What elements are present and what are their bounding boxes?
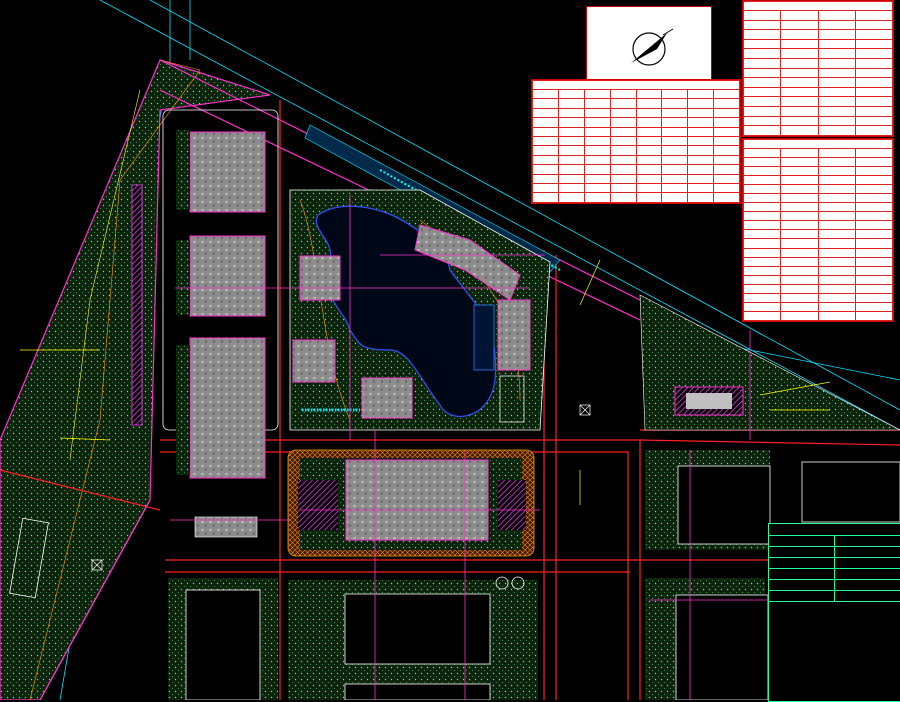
legend-row [769, 580, 900, 591]
tech-table-top-title [532, 80, 740, 90]
legend-row [769, 591, 900, 602]
legend-row [769, 536, 900, 547]
annotation-leaders [20, 259, 831, 505]
dimension-lines [170, 195, 900, 700]
legend-cell [769, 536, 835, 546]
legend-cell [769, 591, 835, 601]
tech-table-right-title [743, 1, 893, 11]
main-complex [194, 449, 535, 557]
legend-cell [769, 547, 835, 557]
north-arrow-icon [631, 28, 674, 66]
tech-table-mid-title [743, 139, 893, 149]
legend-notes [769, 602, 900, 608]
legend-cell [835, 547, 900, 557]
legend-cell [769, 569, 835, 579]
east-parcel [639, 294, 900, 550]
legend-cell [835, 558, 900, 568]
legend-row [769, 547, 900, 558]
central-park [289, 189, 551, 431]
south-parcels [9, 517, 769, 700]
reference-markers [91, 404, 591, 571]
tech-table-top [531, 79, 741, 204]
parking-column-left [131, 184, 143, 426]
legend-box [768, 523, 900, 702]
legend-cell [835, 569, 900, 579]
tech-table-right-bottom [742, 138, 894, 322]
compass-box [586, 6, 712, 88]
legend-row [769, 558, 900, 569]
tech-table-right-top [742, 0, 894, 137]
west-buildings [162, 109, 279, 479]
legend-cell [835, 580, 900, 590]
legend-cell [769, 558, 835, 568]
legend-cell [769, 580, 835, 590]
legend-cell [835, 591, 900, 601]
legend-title [769, 524, 900, 536]
legend-cell [835, 536, 900, 546]
legend-row [769, 569, 900, 580]
